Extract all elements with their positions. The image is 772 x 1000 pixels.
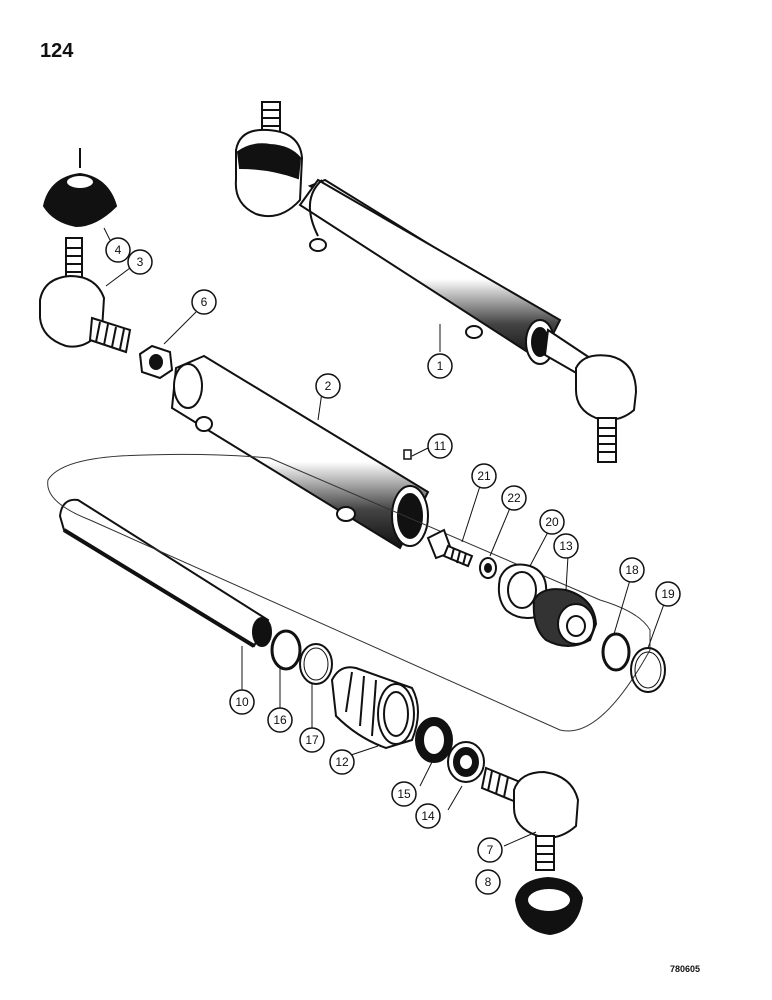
callout-10-label: 10 [235, 695, 249, 709]
callout-2-label: 2 [325, 379, 332, 393]
callout-12-label: 12 [335, 755, 349, 769]
callout-22: 22 [501, 485, 527, 511]
callout-8-label: 8 [485, 875, 492, 889]
page-number: 124 [40, 40, 74, 62]
callout-1: 1 [427, 353, 453, 379]
piston-bolt [426, 528, 474, 568]
rod-wiper [415, 717, 453, 763]
piston [532, 588, 598, 647]
callout-20-label: 20 [545, 515, 559, 529]
callout-11: 11 [427, 433, 453, 459]
callout-3-label: 3 [137, 255, 144, 269]
callout-7-label: 7 [487, 843, 494, 857]
backup-ring-gland [299, 643, 333, 685]
gland [330, 666, 419, 750]
callout-14-label: 14 [421, 809, 435, 823]
rod-seal [447, 741, 485, 783]
grease-fitting [403, 449, 412, 460]
cylinder-barrel [170, 354, 430, 550]
callout-17: 17 [299, 727, 325, 753]
callout-13-label: 13 [559, 539, 573, 553]
callout-2: 2 [315, 373, 341, 399]
callout-18: 18 [619, 557, 645, 583]
callout-22-label: 22 [507, 491, 521, 505]
o-ring-piston [601, 632, 631, 672]
callout-3: 3 [127, 249, 153, 275]
callout-4: 4 [105, 237, 131, 263]
piston-rod [58, 498, 272, 648]
callout-21: 21 [471, 463, 497, 489]
callout-16: 16 [267, 707, 293, 733]
tie-rod-end-left [39, 237, 132, 354]
assembled-steering-cylinder [234, 101, 638, 463]
callout-17-label: 17 [305, 733, 319, 747]
callout-18-label: 18 [625, 563, 639, 577]
callout-10: 10 [229, 689, 255, 715]
callout-14: 14 [415, 803, 441, 829]
callout-1-label: 1 [437, 359, 444, 373]
drawing-code: 780605 [670, 964, 701, 974]
hex-nut [138, 344, 174, 380]
callout-20: 20 [539, 509, 565, 535]
callout-6-label: 6 [201, 295, 208, 309]
callout-16-label: 16 [273, 713, 287, 727]
o-ring-gland [270, 629, 302, 671]
callout-4-label: 4 [115, 243, 122, 257]
backup-ring-gland-inner [303, 647, 329, 681]
tie-rod-end-right [480, 766, 580, 871]
callout-15: 15 [391, 781, 417, 807]
dust-boot-top [42, 148, 118, 228]
washer [479, 557, 497, 579]
assembly-outline [47, 453, 651, 732]
callout-6: 6 [191, 289, 217, 315]
dust-boot-bottom [514, 876, 584, 936]
callout-12: 12 [329, 749, 355, 775]
callout-11-label: 11 [434, 439, 447, 453]
callout-8: 8 [475, 869, 501, 895]
backup-ring-piston [630, 647, 666, 693]
callout-21-label: 21 [477, 469, 491, 483]
callout-13: 13 [553, 533, 579, 559]
callout-15-label: 15 [397, 787, 411, 801]
callout-19-label: 19 [661, 587, 675, 601]
backup-ring-piston-inner [634, 651, 662, 689]
callout-19: 19 [655, 581, 681, 607]
callout-7: 7 [477, 837, 503, 863]
